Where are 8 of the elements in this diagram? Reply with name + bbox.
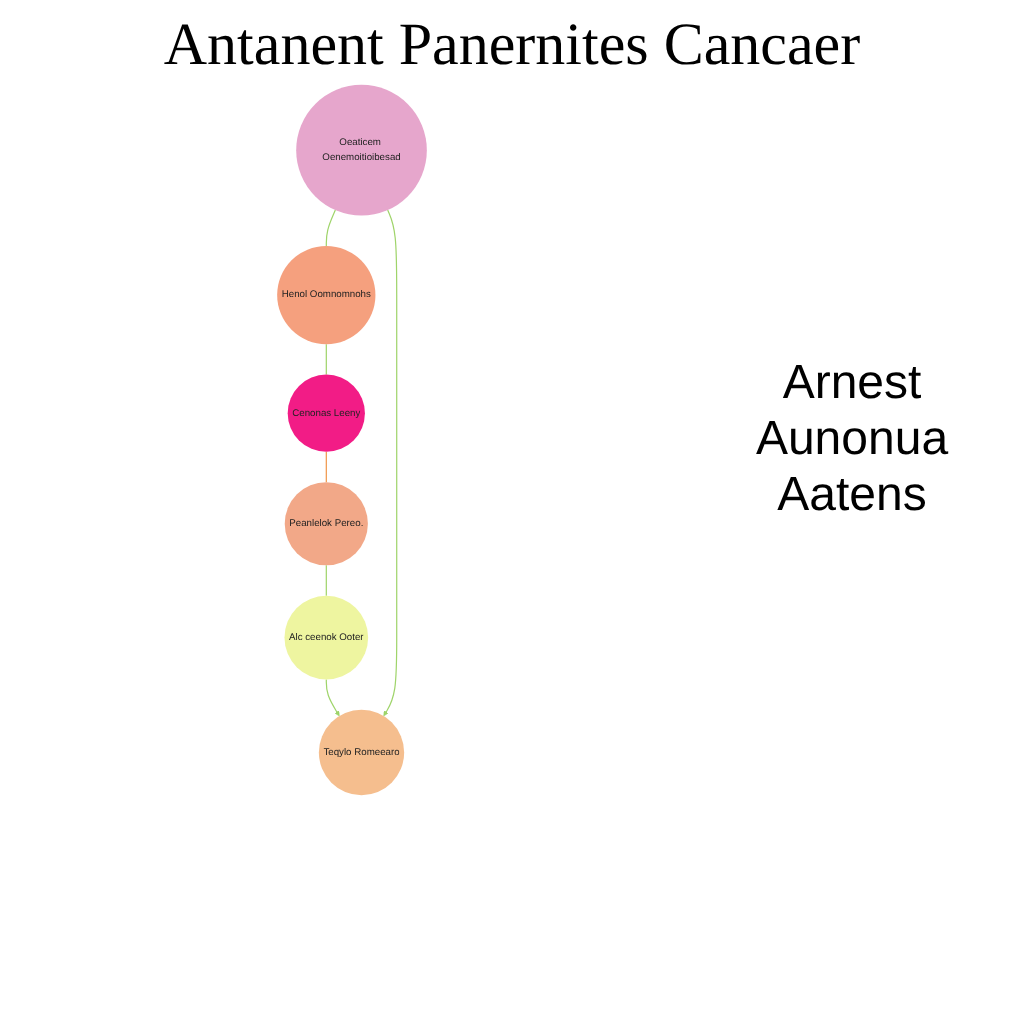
arrow — [325, 678, 340, 717]
connector — [325, 209, 336, 247]
connector — [325, 343, 327, 376]
connector — [325, 564, 327, 597]
title: Antanent Panernites Cancaer — [161, 12, 863, 80]
center-text: Arnest Aunonua Aatens — [753, 356, 951, 524]
arrow — [383, 209, 398, 717]
connector — [325, 451, 327, 483]
